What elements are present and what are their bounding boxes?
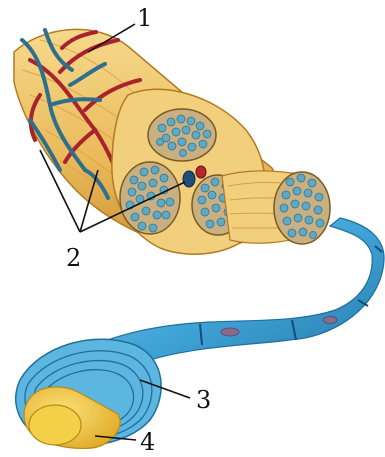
callout-label-1: 1 [137,4,152,32]
vein-vessel-icon [183,171,195,187]
callout-label-2: 2 [66,244,81,272]
callout-label-4: 4 [140,428,155,456]
schwann-nucleus [323,317,337,324]
callout-label-3: 3 [196,386,211,414]
schwann-nucleus [221,328,239,336]
protruding-fascicle [222,171,330,244]
artery-vessel-icon [196,166,206,178]
fascicle-icon [148,109,216,161]
